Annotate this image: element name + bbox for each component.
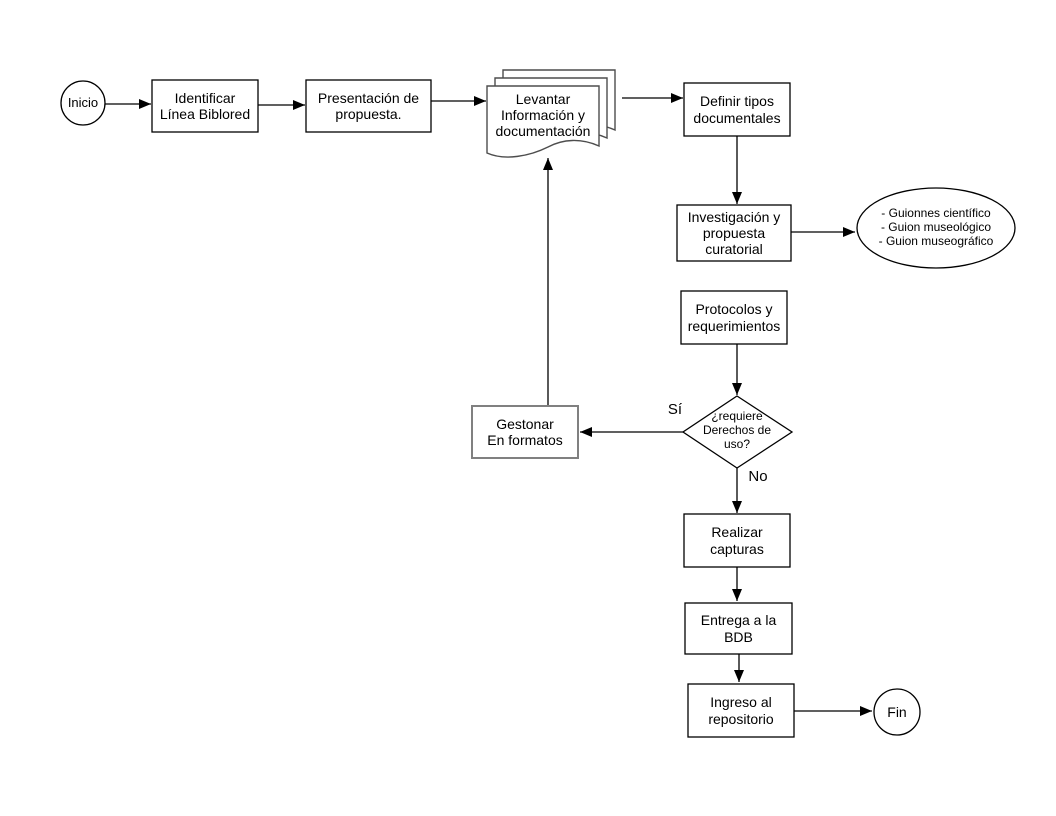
connectors	[105, 93, 872, 716]
start-node-shape	[60, 80, 106, 126]
process-gestonar-shape	[471, 405, 579, 459]
process-investigacion-shape	[676, 204, 792, 262]
document-levantar-shape	[486, 69, 616, 158]
process-identificar-shape	[151, 79, 259, 133]
process-ingreso-shape	[687, 683, 795, 738]
ellipse-guiones-shape	[856, 187, 1016, 269]
process-definir-shape	[683, 82, 791, 137]
end-node-shape	[873, 688, 921, 736]
process-protocolos-shape	[680, 290, 788, 345]
process-realizar-shape	[683, 513, 791, 568]
process-entrega-shape	[684, 602, 793, 655]
process-presentacion-shape	[305, 79, 432, 133]
decision-derechos-shape	[681, 395, 794, 469]
document-page-front	[486, 85, 600, 158]
